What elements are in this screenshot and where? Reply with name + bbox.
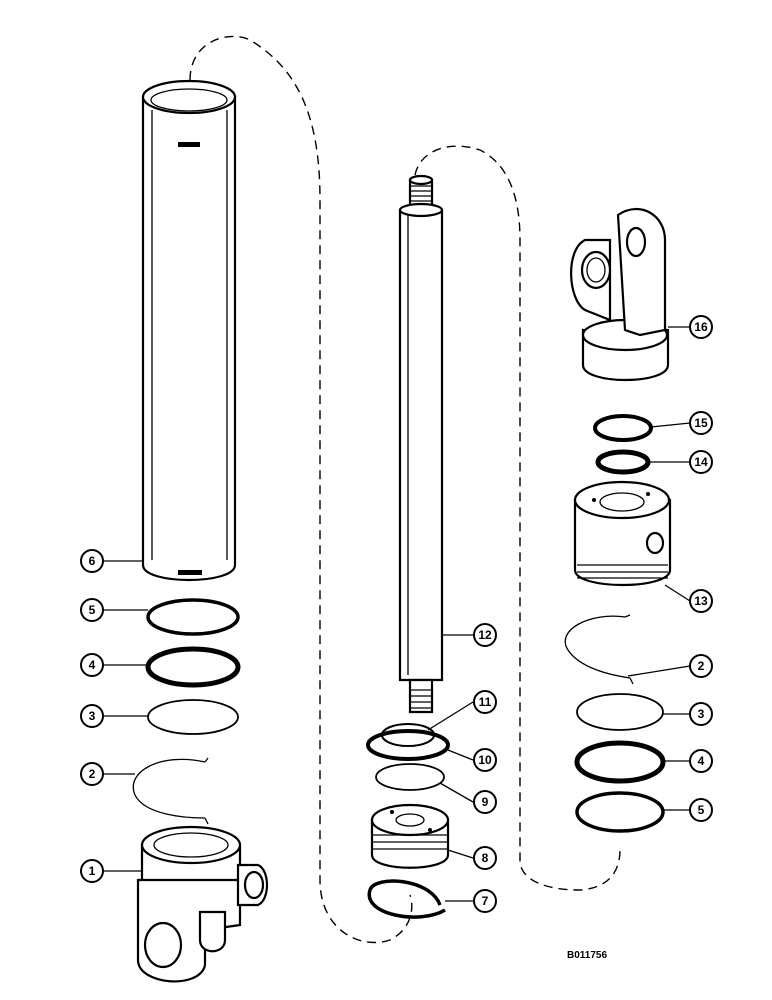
wiper-15 bbox=[593, 414, 653, 442]
callout-1: 1 bbox=[80, 859, 104, 883]
svg-text:2: 2 bbox=[89, 767, 96, 781]
callout-10: 10 bbox=[473, 748, 497, 772]
callout-13: 13 bbox=[689, 589, 713, 613]
callout-14: 14 bbox=[689, 450, 713, 474]
snap-ring-2-right bbox=[564, 614, 634, 685]
callout-16: 16 bbox=[689, 315, 713, 339]
svg-text:13: 13 bbox=[694, 594, 708, 608]
svg-text:10: 10 bbox=[478, 753, 492, 767]
seal-14 bbox=[595, 449, 651, 475]
svg-text:8: 8 bbox=[482, 851, 489, 865]
ring-4-right bbox=[574, 740, 666, 784]
svg-text:14: 14 bbox=[694, 455, 708, 469]
svg-text:15: 15 bbox=[694, 416, 708, 430]
ring-5-right bbox=[575, 791, 665, 833]
ring-3-right bbox=[576, 693, 664, 731]
ring-10 bbox=[366, 729, 450, 761]
svg-text:12: 12 bbox=[478, 628, 492, 642]
figure-code: B011756 bbox=[567, 950, 607, 961]
svg-text:7: 7 bbox=[482, 894, 489, 908]
seal-11 bbox=[381, 723, 435, 747]
cylinder-base bbox=[136, 825, 269, 983]
ring-3-left bbox=[147, 699, 239, 735]
svg-text:6: 6 bbox=[89, 554, 96, 568]
callout-2-left: 2 bbox=[80, 762, 104, 786]
svg-text:1: 1 bbox=[89, 864, 96, 878]
callout-4-right: 4 bbox=[689, 749, 713, 773]
svg-text:9: 9 bbox=[482, 795, 489, 809]
callout-3-right: 3 bbox=[689, 702, 713, 726]
callout-2-right: 2 bbox=[689, 654, 713, 678]
piston-rod bbox=[398, 174, 444, 714]
callout-5-left: 5 bbox=[80, 598, 104, 622]
ring-5-left bbox=[146, 598, 240, 636]
snap-ring-2-left bbox=[132, 757, 209, 825]
svg-text:5: 5 bbox=[698, 803, 705, 817]
rod-gland bbox=[573, 480, 672, 587]
svg-text:3: 3 bbox=[698, 707, 705, 721]
svg-text:2: 2 bbox=[698, 659, 705, 673]
cylinder-barrel bbox=[141, 79, 237, 582]
ring-4-left bbox=[145, 646, 241, 688]
rod-end-clevis bbox=[570, 208, 670, 382]
leader-lines bbox=[103, 326, 691, 902]
svg-text:5: 5 bbox=[89, 603, 96, 617]
assembly-dashed-line-left bbox=[189, 35, 413, 944]
callout-4-left: 4 bbox=[80, 653, 104, 677]
callout-3-left: 3 bbox=[80, 704, 104, 728]
svg-text:4: 4 bbox=[698, 754, 705, 768]
svg-text:16: 16 bbox=[694, 320, 708, 334]
svg-text:4: 4 bbox=[89, 658, 96, 672]
piston bbox=[370, 803, 450, 869]
ring-9 bbox=[375, 763, 445, 791]
callout-9: 9 bbox=[473, 790, 497, 814]
snap-ring-7 bbox=[367, 879, 446, 919]
svg-text:11: 11 bbox=[479, 695, 492, 709]
callout-12: 12 bbox=[473, 623, 497, 647]
svg-text:3: 3 bbox=[89, 709, 96, 723]
callout-8: 8 bbox=[473, 846, 497, 870]
callout-5-right: 5 bbox=[689, 798, 713, 822]
callout-6: 6 bbox=[80, 549, 104, 573]
assembly-dashed-line-right bbox=[414, 145, 621, 891]
callout-15: 15 bbox=[689, 411, 713, 435]
callout-11: 11 bbox=[473, 690, 497, 714]
callout-7: 7 bbox=[473, 889, 497, 913]
